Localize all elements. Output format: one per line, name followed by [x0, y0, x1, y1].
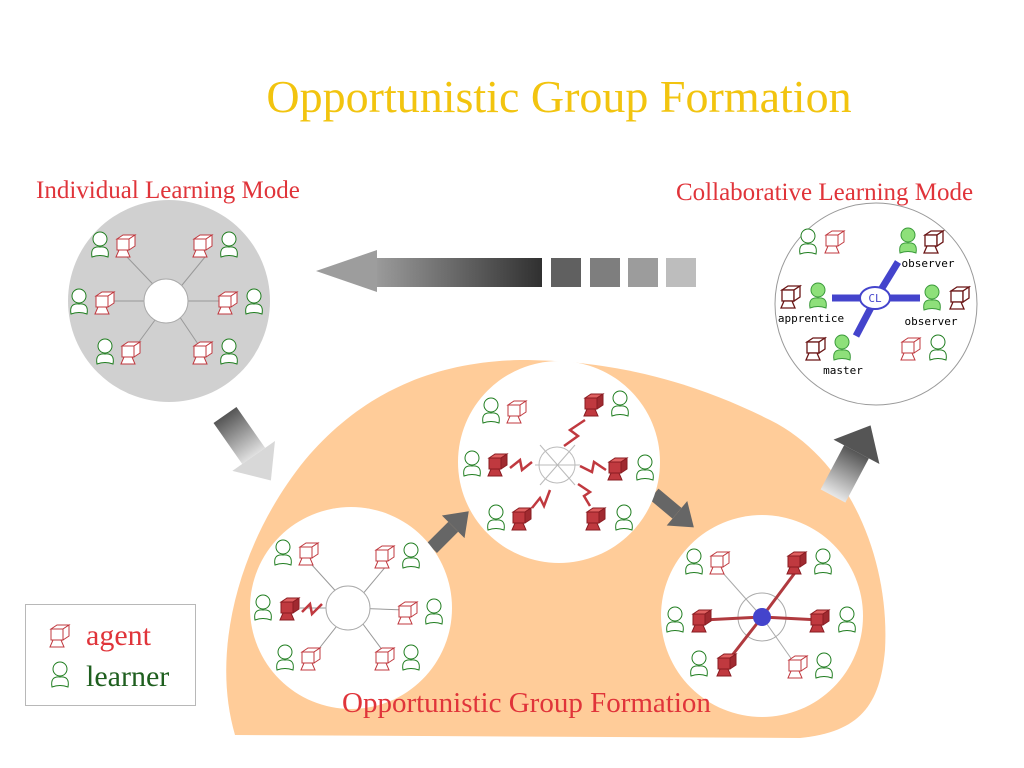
collaborative-mode-label: Collaborative Learning Mode — [676, 179, 974, 206]
learner-icon — [51, 661, 69, 688]
role-master: master — [823, 364, 863, 377]
arrow-icon — [316, 250, 696, 292]
role-observer-right: observer — [905, 315, 958, 328]
group-stage-one — [250, 507, 452, 709]
cl-label: CL — [868, 292, 882, 305]
legend-agent-label: agent — [86, 619, 151, 652]
legend-learner-label: learner — [86, 660, 170, 693]
role-apprentice: apprentice — [778, 312, 844, 325]
arrow-icon — [820, 425, 880, 503]
page-title: Opportunistic Group Formation — [266, 71, 852, 122]
arrow-icon — [427, 511, 469, 553]
group-stage-two — [458, 361, 660, 563]
arrow-icon — [213, 406, 275, 481]
individual-mode-label: Individual Learning Mode — [36, 177, 300, 204]
collaborative-mode-network: CL observer observer apprentice master — [774, 202, 978, 406]
network-hub-icon — [143, 278, 189, 324]
role-observer-top: observer — [902, 257, 955, 270]
individual-mode-network — [68, 200, 270, 402]
group-formation-label: Opportunistic Group Formation — [342, 687, 711, 719]
legend: agent learner — [25, 604, 196, 706]
agent-icon — [49, 624, 70, 648]
group-stage-three — [661, 515, 863, 717]
arrow-icon — [649, 488, 694, 528]
